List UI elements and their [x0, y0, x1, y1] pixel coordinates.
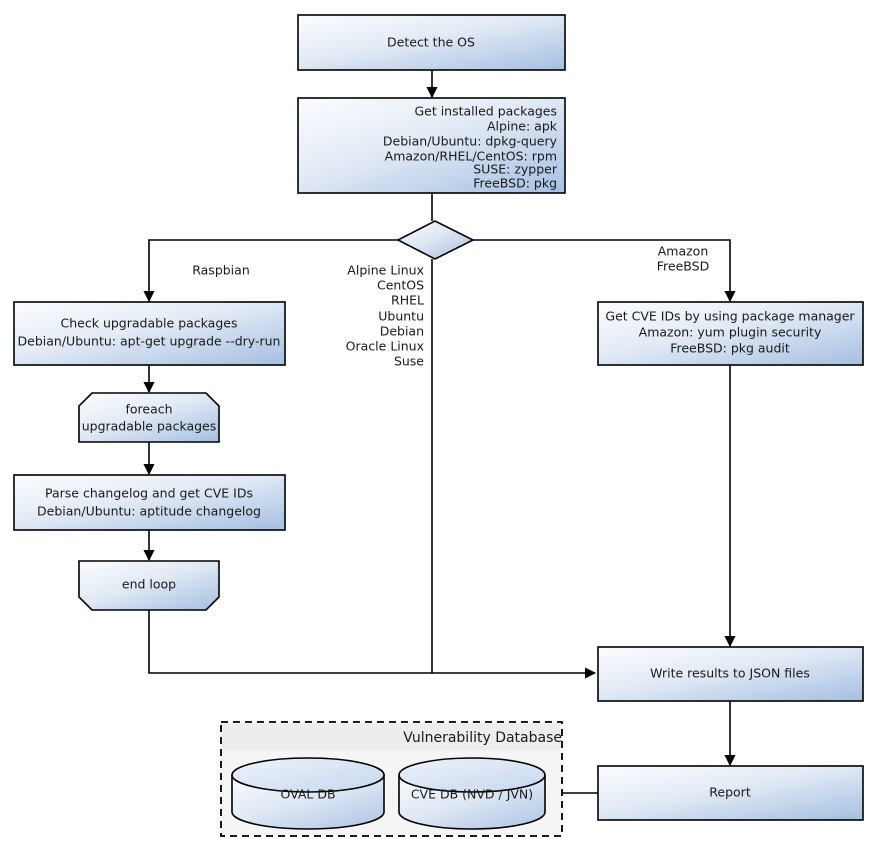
node-foreach-upgradable-packages[interactable]: foreach upgradable packages: [78, 392, 220, 443]
node-cve-db[interactable]: CVE DB (NVD / JVN): [398, 757, 546, 830]
check-upgradable-shape: [13, 301, 286, 366]
get-cve-ids-line-3: FreeBSD: pkg audit: [670, 341, 790, 356]
foreach-line-1: foreach: [125, 402, 172, 417]
edge-label-raspbian: Raspbian: [192, 263, 250, 278]
group-vulnerability-database: Vulnerability Database OVAL DB CVE DB (N…: [220, 721, 563, 837]
write-results-label: Write results to JSON files: [650, 666, 810, 681]
node-get-cve-ids[interactable]: Get CVE IDs by using package manager Ama…: [597, 301, 864, 366]
node-os-decision[interactable]: [396, 220, 475, 260]
node-detect-os[interactable]: Detect the OS: [297, 14, 566, 71]
write-results-shape: [597, 646, 864, 702]
vulnerability-database-title-band: [223, 724, 560, 750]
detect-os-shape: [297, 14, 566, 71]
oval-db-top: [231, 757, 385, 793]
edge-decision-to-check-upgradable: [143, 239, 398, 303]
node-parse-changelog[interactable]: Parse changelog and get CVE IDs Debian/U…: [13, 474, 286, 531]
parse-changelog-line-1: Parse changelog and get CVE IDs: [45, 486, 253, 501]
oval-db-label: OVAL DB: [280, 787, 335, 802]
get-cve-ids-line-2: Amazon: yum plugin security: [639, 325, 822, 340]
get-installed-packages-line-5: SUSE: zypper: [473, 162, 558, 177]
get-installed-packages-line-3: Debian/Ubuntu: dpkg-query: [383, 134, 558, 149]
node-report[interactable]: Report: [597, 765, 864, 821]
parse-changelog-line-2: Debian/Ubuntu: aptitude changelog: [37, 504, 261, 519]
foreach-line-2: upgradable packages: [82, 419, 217, 434]
foreach-shape: [78, 392, 220, 443]
edge-decision-to-get-cve-ids: [473, 239, 736, 303]
get-installed-packages-line-2: Alpine: apk: [487, 119, 558, 134]
os-decision-shape: [396, 220, 475, 260]
center-branch-line-2: CentOS: [377, 278, 424, 293]
get-installed-packages-shape: [297, 97, 566, 194]
node-oval-db[interactable]: OVAL DB: [231, 757, 385, 830]
center-branch-line-3: RHEL: [391, 293, 424, 308]
check-upgradable-line-1: Check upgradable packages: [61, 316, 238, 331]
get-cve-ids-line-1: Get CVE IDs by using package manager: [605, 309, 855, 324]
cve-db-label: CVE DB (NVD / JVN): [411, 787, 533, 802]
cve-db-top: [398, 757, 546, 793]
edges-layer: [143, 70, 736, 794]
vulnerability-database-title: Vulnerability Database: [403, 730, 562, 746]
center-branch-line-7: Suse: [394, 354, 424, 369]
edge-endloop-to-write-results: [148, 610, 597, 679]
center-branch-line-1: Alpine Linux: [347, 263, 424, 278]
get-installed-packages-line-4: Amazon/RHEL/CentOS: rpm: [385, 149, 557, 164]
raspbian-label: Raspbian: [192, 263, 250, 278]
node-get-installed-packages[interactable]: Get installed packages Alpine: apk Debia…: [297, 97, 566, 194]
parse-changelog-shape: [13, 474, 286, 531]
report-label: Report: [709, 785, 751, 800]
center-branch-line-6: Oracle Linux: [346, 339, 424, 354]
report-shape: [597, 765, 864, 821]
get-installed-packages-line-1: Get installed packages: [414, 104, 557, 119]
detect-os-label: Detect the OS: [387, 35, 475, 50]
right-branch-line-1: Amazon: [658, 244, 709, 259]
center-branch-line-5: Debian: [380, 324, 424, 339]
center-branch-line-4: Ubuntu: [378, 309, 424, 324]
end-loop-shape: [78, 560, 220, 611]
edge-label-center-branch: Alpine Linux CentOS RHEL Ubuntu Debian O…: [346, 263, 425, 369]
right-branch-line-2: FreeBSD: [657, 259, 709, 274]
node-end-loop[interactable]: end loop: [78, 560, 220, 611]
get-installed-packages-line-6: FreeBSD: pkg: [473, 176, 557, 191]
node-write-results-json[interactable]: Write results to JSON files: [597, 646, 864, 702]
check-upgradable-line-2: Debian/Ubuntu: apt-get upgrade --dry-run: [18, 334, 281, 349]
end-loop-label: end loop: [122, 577, 176, 592]
node-check-upgradable-packages[interactable]: Check upgradable packages Debian/Ubuntu:…: [13, 301, 286, 366]
edge-label-right-branch: Amazon FreeBSD: [657, 244, 709, 274]
get-cve-ids-shape: [597, 301, 864, 366]
